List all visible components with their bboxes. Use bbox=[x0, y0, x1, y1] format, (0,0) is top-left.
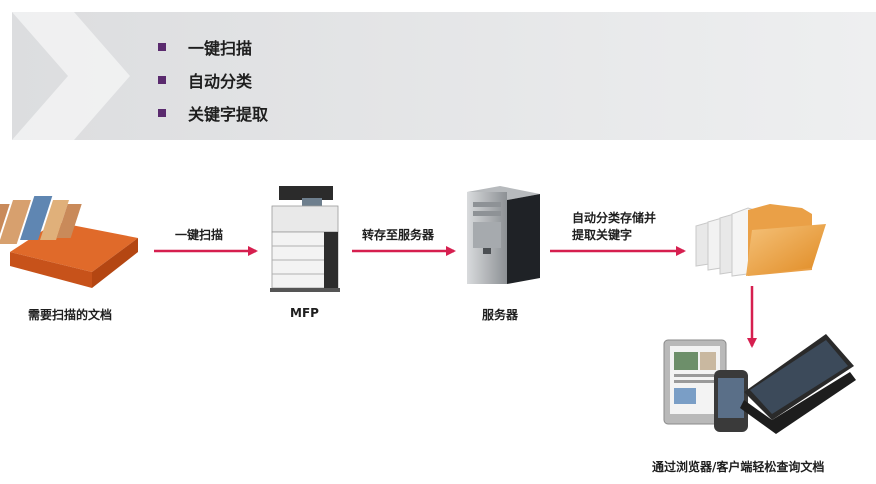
node-label-server: 服务器 bbox=[482, 308, 519, 322]
document-tray-icon bbox=[0, 196, 138, 288]
folders-icon bbox=[695, 204, 826, 277]
feature-item: 自动分类 bbox=[158, 63, 268, 96]
feature-item: 关键字提取 bbox=[158, 96, 268, 129]
bullet-square-icon bbox=[158, 108, 166, 117]
edge-label-scan: 一键扫描 bbox=[175, 228, 224, 242]
bullet-square-icon bbox=[158, 42, 166, 51]
mfp-printer-icon bbox=[270, 186, 340, 292]
edge-label-classify-line1: 自动分类存储并 bbox=[572, 211, 657, 225]
edge-label-transfer: 转存至服务器 bbox=[362, 228, 435, 242]
node-label-mfp: MFP bbox=[290, 306, 319, 320]
node-label-documents: 需要扫描的文档 bbox=[28, 308, 113, 322]
feature-label: 关键字提取 bbox=[188, 104, 269, 124]
feature-label: 自动分类 bbox=[188, 71, 253, 91]
header-banner bbox=[12, 12, 876, 140]
server-tower-icon bbox=[467, 186, 540, 284]
feature-label: 一键扫描 bbox=[188, 38, 253, 58]
node-label-devices: 通过浏览器/客户端轻松查询文档 bbox=[652, 460, 825, 474]
devices-icon bbox=[663, 334, 856, 434]
edge-label-classify-line2: 提取关键字 bbox=[572, 228, 633, 242]
feature-item: 一键扫描 bbox=[158, 30, 268, 63]
feature-list: 一键扫描 自动分类 关键字提取 bbox=[158, 30, 268, 129]
banner-chevron bbox=[12, 12, 130, 140]
bullet-square-icon bbox=[158, 75, 166, 84]
